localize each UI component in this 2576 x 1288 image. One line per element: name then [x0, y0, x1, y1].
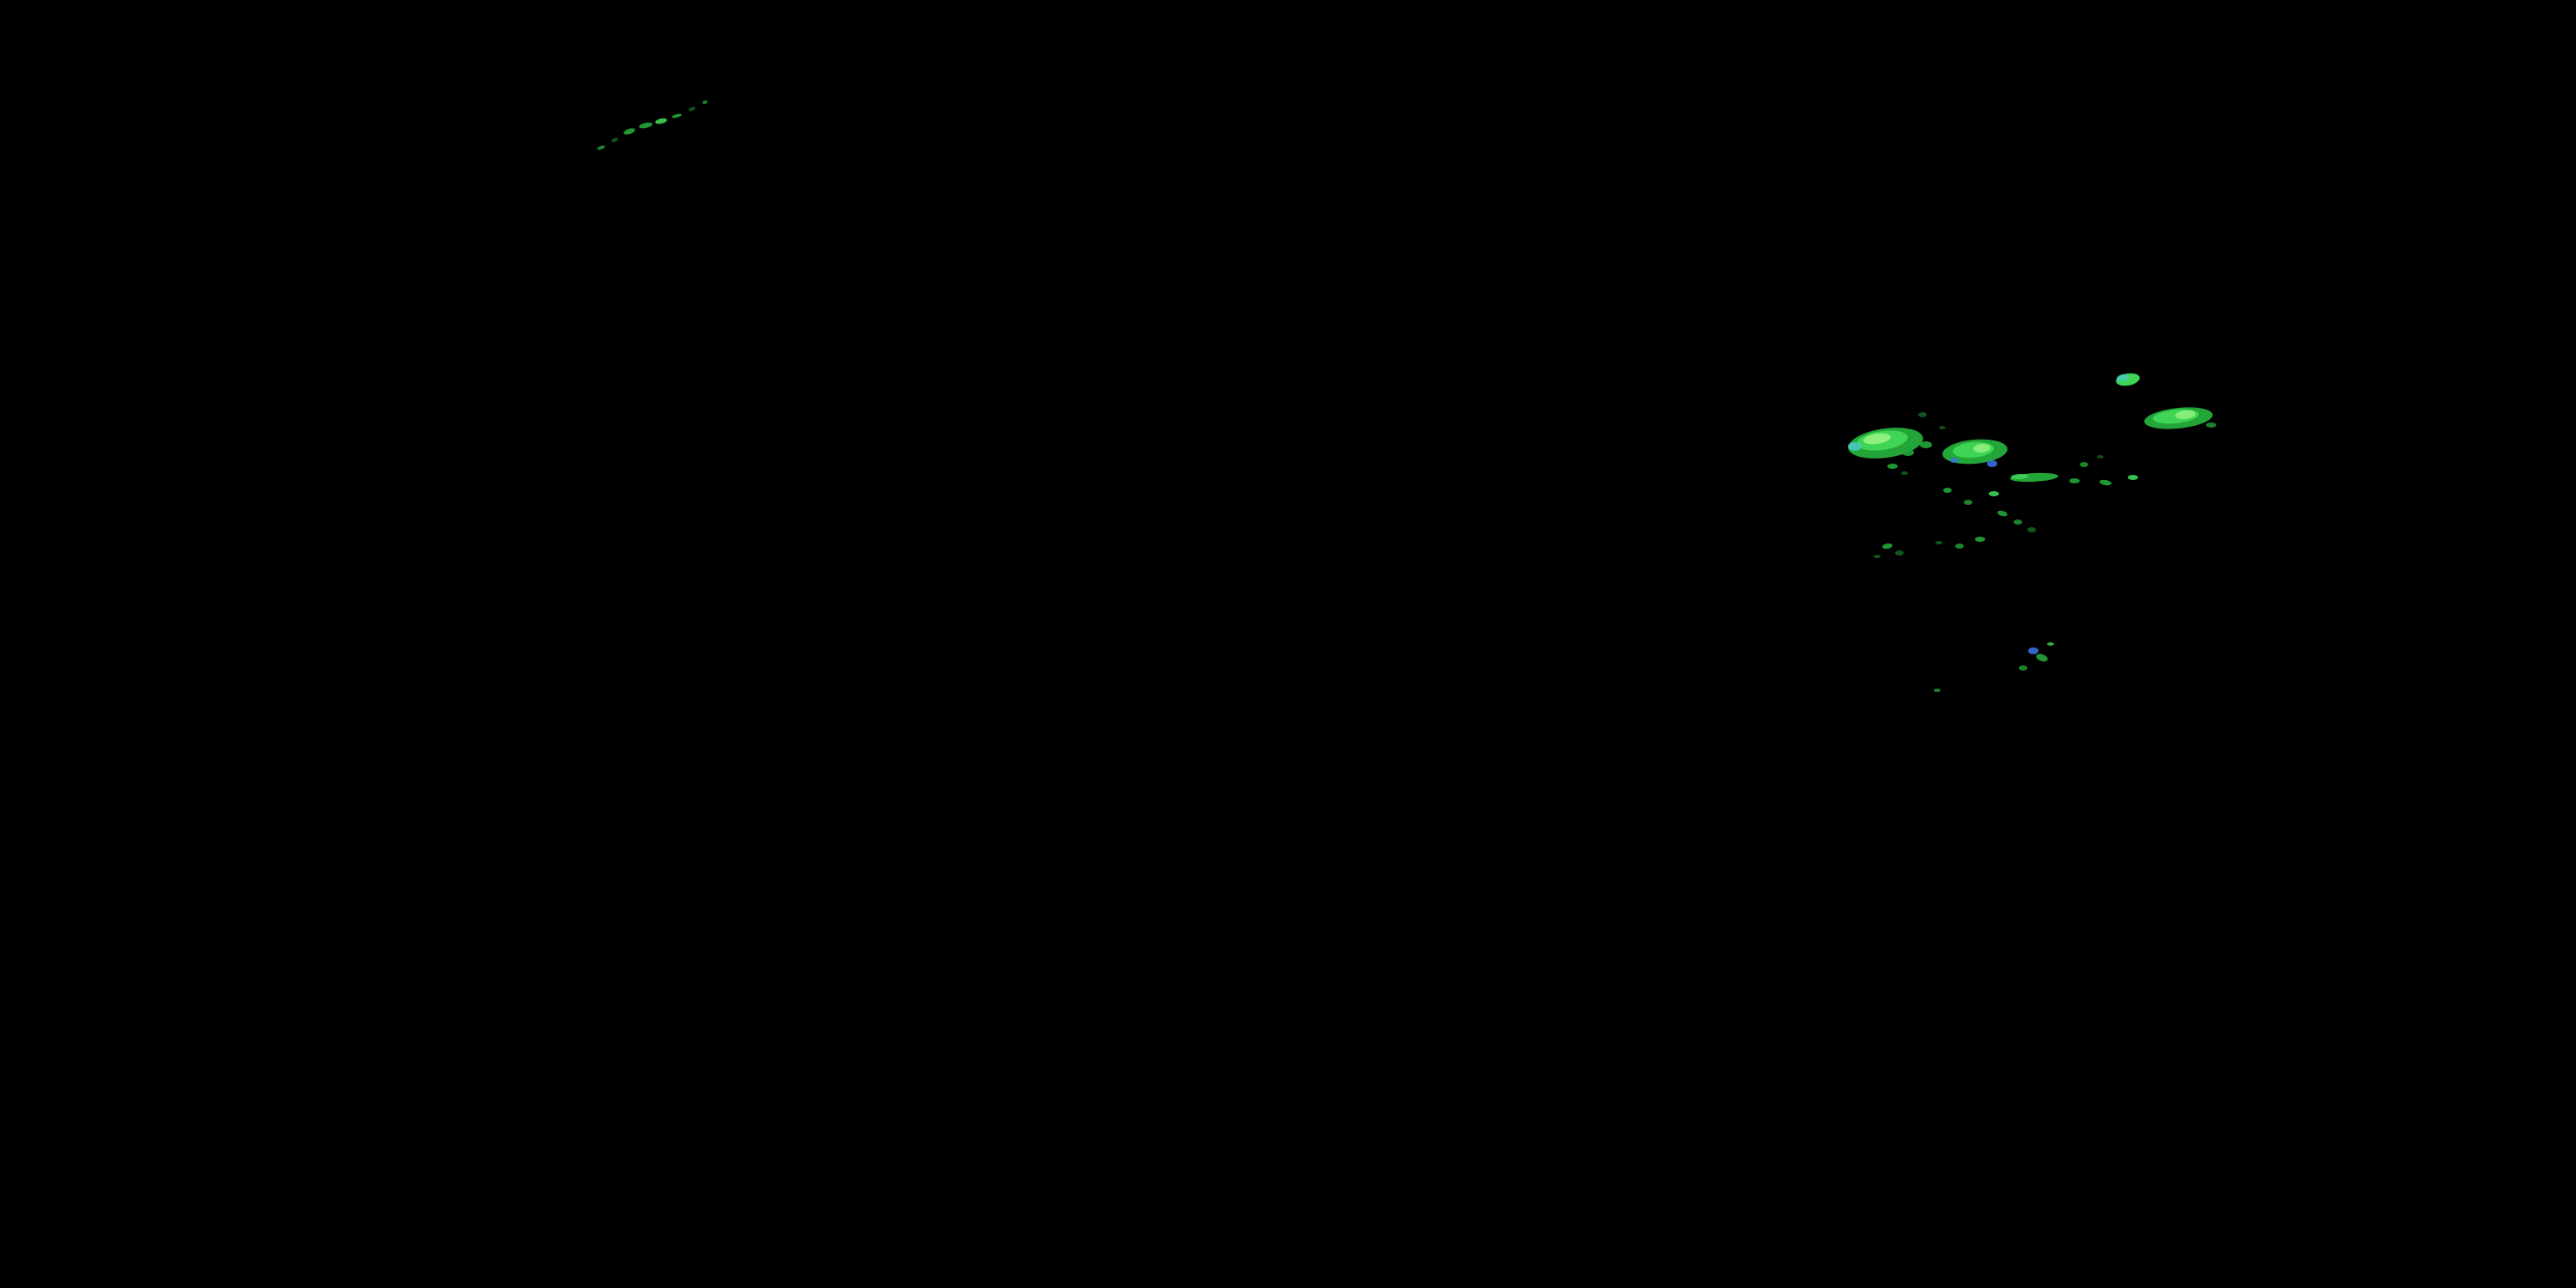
radar-echo [1987, 460, 1997, 467]
radar-echo [1902, 449, 1914, 456]
radar-echo [2036, 653, 2048, 662]
radar-echo [1950, 458, 1959, 463]
radar-echo [1943, 488, 1952, 493]
radar-echo [1918, 412, 1927, 417]
radar-echo [2175, 410, 2196, 420]
radar-echo [1973, 443, 1990, 453]
radar-echo [1997, 510, 2008, 517]
radar-echo [2206, 422, 2216, 428]
radar-echo [2011, 473, 2028, 480]
radar-echo [1920, 441, 1932, 448]
radar-echo [1848, 442, 1862, 451]
radar-echo [2097, 455, 2104, 459]
radar-echo [1934, 689, 1941, 692]
radar-echo [597, 145, 605, 150]
radar-echo [1955, 544, 1964, 549]
radar-echo [1935, 541, 1942, 544]
radar-echo [1863, 433, 1891, 445]
radar-echo [2117, 374, 2129, 382]
radar-echo [1887, 464, 1898, 469]
radar-echo [1939, 426, 1946, 429]
radar-echo [671, 113, 682, 118]
radar-echo [2069, 478, 2080, 483]
radar-echo [2080, 462, 2088, 467]
radar-echo [1874, 555, 1880, 558]
radar-echo [1895, 550, 1904, 556]
radar-echo [611, 137, 618, 143]
radar-echo [2014, 519, 2022, 525]
radar-echo [655, 118, 667, 125]
radar-echo [1901, 471, 1908, 475]
radar-echo [702, 100, 708, 105]
radar-echo [2047, 642, 2054, 646]
radar-echo [639, 122, 653, 129]
radar-echo [623, 128, 635, 135]
radar-echo [2128, 475, 2138, 480]
radar-echo [2099, 479, 2111, 486]
radar-echo [2027, 527, 2036, 532]
radar-echo [1989, 491, 1999, 496]
radar-echo [1882, 543, 1893, 550]
radar-echo [2028, 647, 2038, 654]
radar-echo [2019, 665, 2027, 671]
radar-echo [1975, 537, 1985, 542]
radar-echo [1964, 500, 1972, 505]
radar-echo [689, 106, 696, 112]
